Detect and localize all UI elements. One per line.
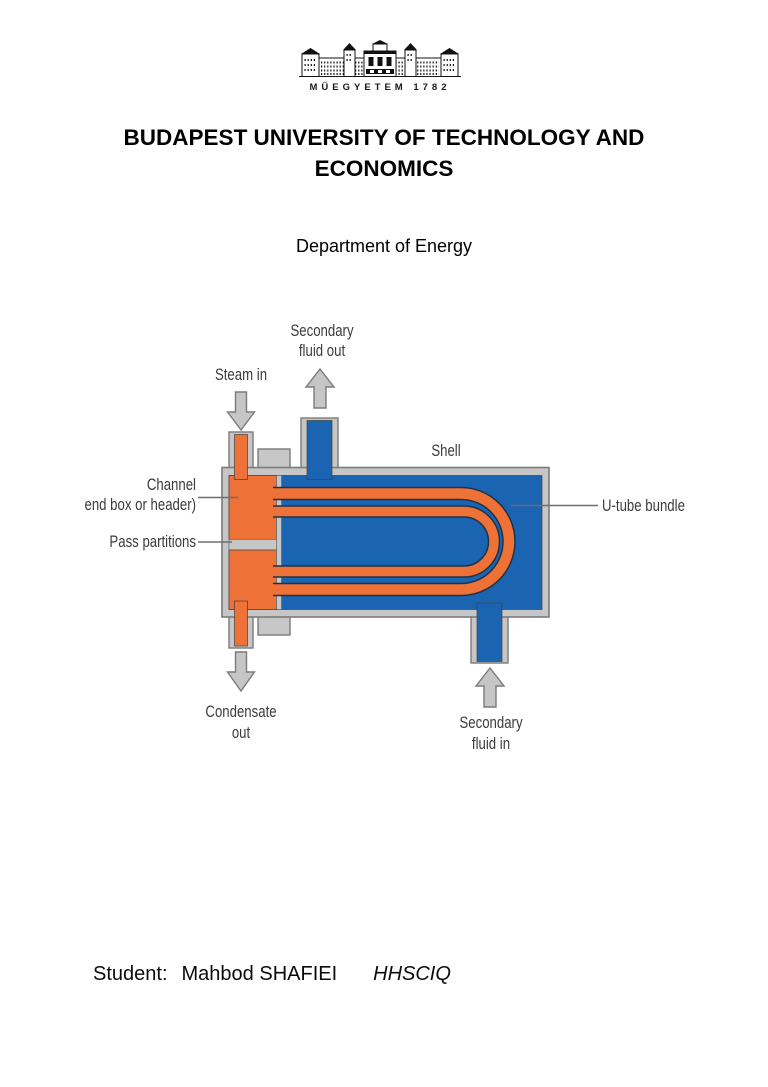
page-title: BUDAPEST UNIVERSITY OF TECHNOLOGY AND EC… [84, 122, 684, 184]
student-name: Mahbod SHAFIEI [181, 963, 338, 985]
steam-in-arrow-icon [226, 391, 256, 432]
condensate-out-arrow-icon [226, 651, 256, 693]
label-secondary-fluid-out-2: fluid out [299, 342, 346, 361]
pass-partition [228, 539, 277, 551]
label-secondary-fluid-in-1: Secondary [459, 714, 523, 733]
label-channel-1: Channel [147, 476, 196, 495]
department-subtitle: Department of Energy [295, 236, 473, 256]
student-line: Student: Mahbod SHAFIEI HHSCIQ [93, 963, 451, 986]
heat-exchanger-diagram: Secondary fluid out Steam in Shell Chann… [85, 322, 685, 754]
channel-end-box [228, 475, 282, 610]
student-label: Student: [93, 963, 168, 985]
label-secondary-fluid-in-2: fluid in [472, 735, 510, 754]
logo-caption: MŰEGYETEM 1782 [310, 81, 451, 93]
label-u-tube-bundle: U-tube bundle [602, 497, 685, 516]
leader-lines [198, 496, 598, 543]
title-line-2: ECONOMICS [314, 156, 454, 181]
university-building-icon [299, 40, 461, 77]
label-steam-in: Steam in [215, 366, 267, 385]
tube-sheet [276, 475, 282, 610]
title-line-1: BUDAPEST UNIVERSITY OF TECHNOLOGY AND [123, 125, 645, 150]
label-shell: Shell [431, 442, 460, 461]
label-condensate-out-1: Condensate [205, 703, 276, 722]
secondary-inlet-pipe [476, 602, 503, 662]
steam-inlet-pipe [234, 434, 248, 480]
pipe-fluids [234, 420, 503, 662]
student-code: HHSCIQ [373, 963, 451, 985]
u-tube-bundle [273, 486, 516, 597]
flow-arrows [226, 367, 506, 708]
label-secondary-fluid-out-1: Secondary [290, 322, 354, 341]
label-channel-2: (end box or header) [85, 496, 196, 515]
secondary-outlet-pipe [306, 420, 333, 480]
label-pass-partitions: Pass partitions [109, 533, 196, 552]
secondary-in-arrow-icon [474, 666, 506, 708]
label-condensate-out-2: out [232, 724, 251, 743]
condensate-outlet-pipe [234, 600, 248, 647]
secondary-out-arrow-icon [304, 367, 336, 409]
university-logo: MŰEGYETEM 1782 [299, 40, 461, 93]
